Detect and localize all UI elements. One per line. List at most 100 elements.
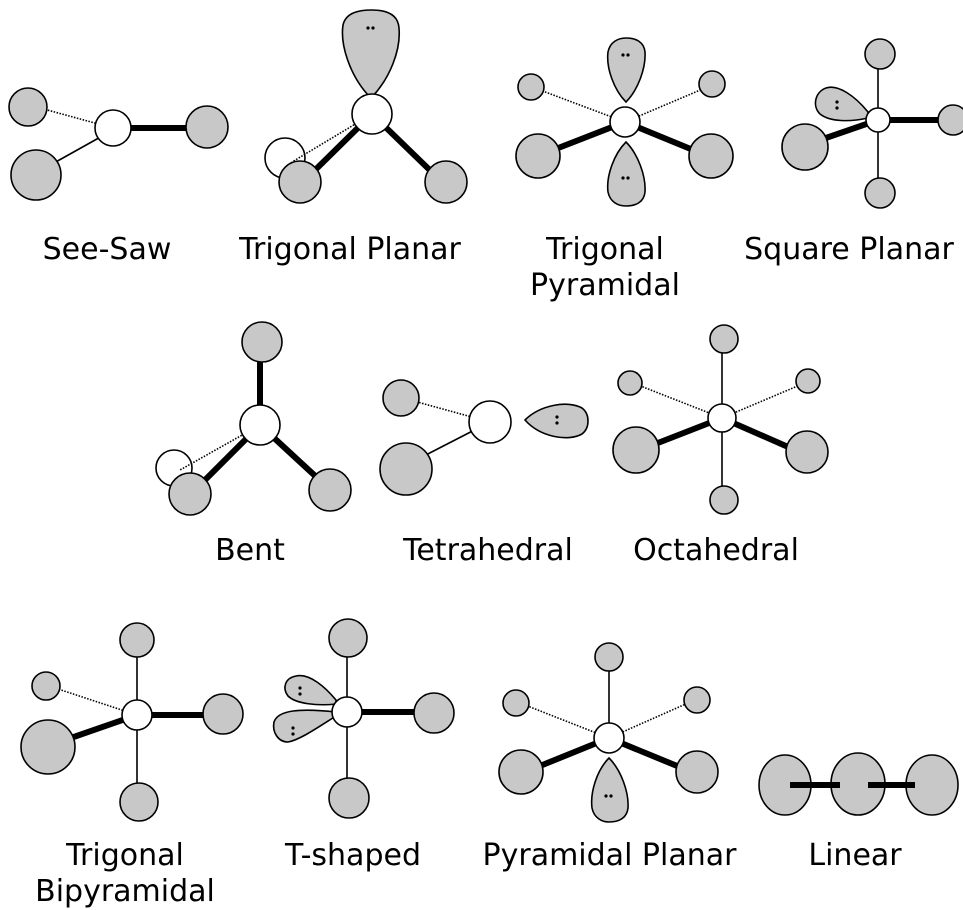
label-trigonal-pyramidal: Trigonal Pyramidal [510, 232, 700, 304]
label-octahedral: Octahedral [616, 533, 816, 569]
central-atom [609, 106, 641, 138]
label-linear: Linear [780, 838, 930, 874]
central-atom [239, 404, 281, 446]
label-line: Bipyramidal [35, 874, 215, 909]
label-pyramidal-planar: Pyramidal Planar [472, 838, 747, 874]
ligand-atom [185, 105, 229, 149]
ligand-atom [328, 618, 368, 658]
label-tetrahedral: Tetrahedral [378, 533, 598, 569]
central-atom [351, 93, 393, 135]
central-atom [331, 696, 363, 728]
electron-dot [621, 176, 625, 180]
label-line: Tetrahedral [403, 533, 573, 568]
label-see-saw: See-Saw [12, 232, 202, 268]
bent-molecule [155, 321, 352, 516]
ligand-atom [864, 177, 896, 209]
ligand-atom [675, 750, 719, 794]
label-line: Pyramidal [530, 268, 680, 303]
trigonal-planar-molecule [264, 9, 468, 204]
label-line: Trigonal Planar [239, 232, 461, 267]
electron-dot [298, 686, 302, 690]
label-trigonal-bipyramidal: Trigonal Bipyramidal [30, 838, 220, 910]
octahedral-molecule [612, 324, 829, 515]
ligand-atom [202, 693, 244, 735]
ligand-atom [795, 368, 821, 394]
label-line: Trigonal [66, 838, 184, 873]
ligand-atom [709, 324, 739, 354]
ligand-atom [119, 782, 159, 822]
electron-dot [555, 415, 559, 419]
label-bent: Bent [175, 533, 325, 569]
ligand-atom [781, 123, 829, 171]
label-trigonal-planar: Trigonal Planar [230, 232, 470, 268]
central-atom [94, 109, 132, 147]
ligand-atom [515, 133, 561, 179]
electron-dot [621, 53, 625, 57]
ligand-atom [20, 719, 76, 775]
electron-dot [555, 421, 559, 425]
label-line: T-shaped [285, 838, 421, 873]
ligand-atom [498, 749, 544, 795]
electron-dot [291, 732, 295, 736]
lone-pair-lobe [590, 756, 629, 823]
central-atom [121, 699, 153, 731]
lone-pair-lobe [284, 674, 337, 706]
trigonal-bipyramidal-molecule [20, 622, 244, 822]
dashed-bond [608, 702, 689, 739]
ligand-atom [278, 160, 322, 204]
label-t-shaped: T-shaped [268, 838, 438, 874]
ligand-atom [413, 692, 455, 734]
ligand-atom [864, 38, 896, 70]
label-line: Linear [808, 838, 902, 873]
electron-dot [291, 726, 295, 730]
ligand-atom [688, 133, 734, 179]
ligand-atom [517, 73, 545, 101]
electron-dot [609, 794, 613, 798]
electron-dot [366, 26, 370, 30]
ligand-atom [10, 149, 62, 201]
ligand-atom [8, 87, 48, 127]
dashed-bond [624, 87, 706, 123]
ligand-atom [617, 370, 643, 396]
linear-molecule [758, 752, 959, 816]
ligand-atom [594, 642, 624, 672]
electron-dot [371, 26, 375, 30]
electron-dot [604, 794, 608, 798]
dashed-bond [637, 384, 723, 419]
ligand-atom [937, 104, 963, 136]
lone-pair-lobe [341, 9, 400, 98]
label-line: Square Planar [744, 232, 954, 267]
central-atom [865, 107, 891, 133]
electron-dot [835, 106, 839, 110]
label-line: Pyramidal Planar [482, 838, 737, 873]
ligand-atom [502, 689, 530, 717]
ligand-atom [612, 426, 660, 474]
lone-pair-lobe [606, 140, 646, 207]
ligand-atom [709, 485, 739, 515]
ligand-atom [119, 622, 155, 658]
ligand-atom [785, 430, 829, 474]
ligand-atom [241, 321, 283, 363]
label-line: Trigonal [546, 232, 664, 267]
label-line: Octahedral [633, 533, 799, 568]
t-shaped-molecule [272, 618, 455, 819]
ligand-atom [308, 468, 352, 512]
ligand-atom [698, 70, 726, 98]
ligand-atom [683, 686, 711, 714]
lone-pair-lobe [606, 37, 646, 104]
dashed-bond [721, 384, 801, 419]
dashed-bond [54, 687, 138, 716]
central-atom [593, 722, 625, 754]
ligand-atom [31, 671, 61, 701]
label-line: See-Saw [42, 232, 172, 267]
tetrahedral-molecule [379, 379, 589, 496]
central-atom [707, 403, 737, 433]
ligand-atom [168, 472, 212, 516]
pyramidal-planar-molecule [498, 642, 719, 823]
ligand-atom [328, 777, 370, 819]
square-planar-molecule [781, 38, 963, 209]
see-saw-molecule [8, 87, 229, 201]
ligand-atom [424, 160, 468, 204]
ligand-atom [382, 379, 420, 417]
